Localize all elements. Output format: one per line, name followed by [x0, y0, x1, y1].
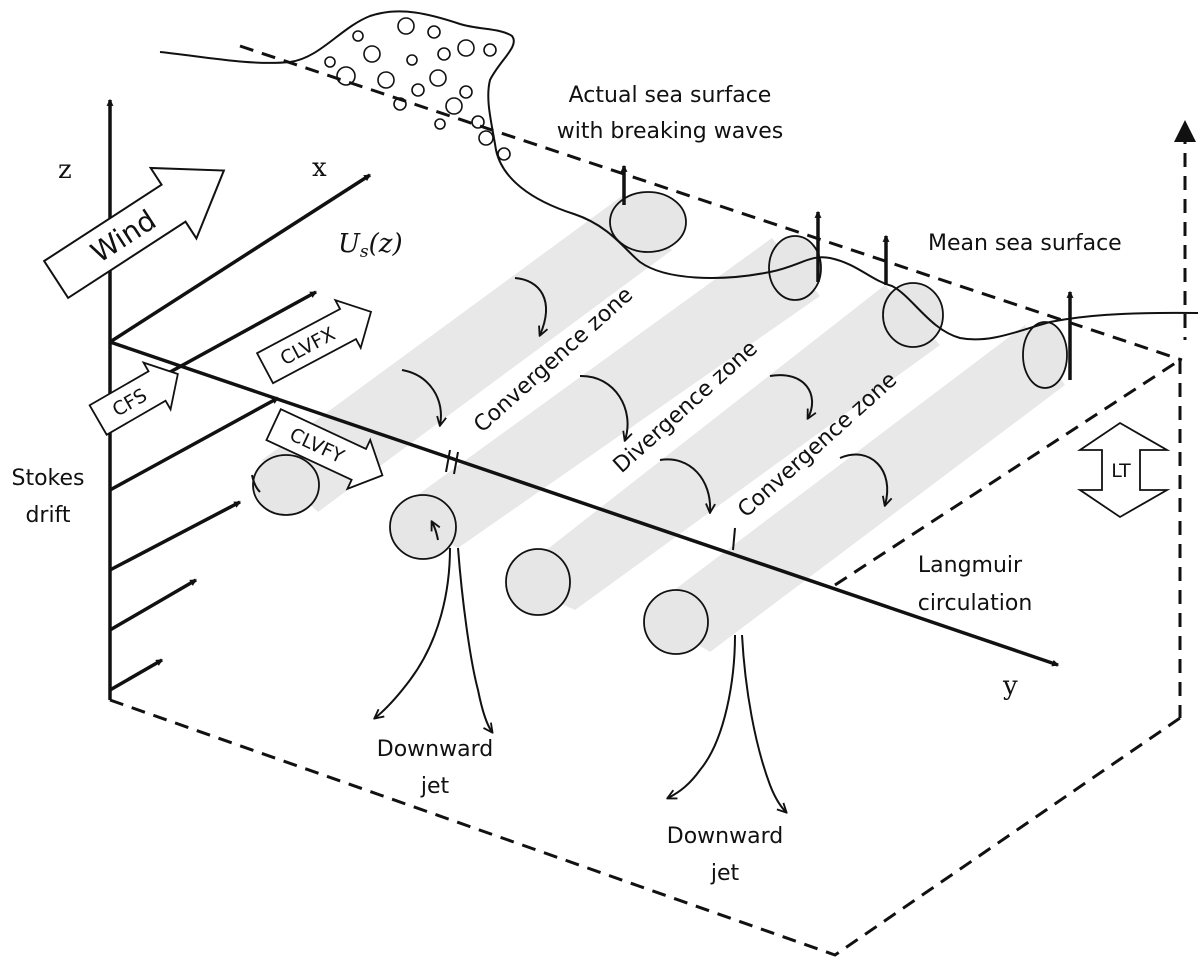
- z-axis-label: z: [58, 155, 72, 185]
- actual-surface-line2: with breaking waves: [557, 119, 783, 144]
- surface-vertical-arrows: [620, 164, 1074, 380]
- stokes-profile-label: Us(z): [338, 229, 403, 262]
- langmuir-cell-1: [252, 191, 687, 516]
- stokes-drift-line1: Stokes: [11, 466, 84, 491]
- langmuir-line1: Langmuir: [918, 553, 1023, 578]
- lt-double-arrow: LT: [1077, 421, 1171, 519]
- foam-bubbles: [324, 17, 511, 161]
- downward-jets: [375, 547, 786, 812]
- stokes-drift-line2: drift: [25, 503, 70, 528]
- mean-surface-box: [109, 44, 1196, 957]
- actual-surface-line1: Actual sea surface: [569, 83, 772, 108]
- downward-jet-1-line1: Downward: [377, 737, 493, 762]
- mean-surface-label: Mean sea surface: [928, 231, 1122, 256]
- langmuir-cell-4: [643, 321, 1068, 655]
- langmuir-line2: circulation: [918, 591, 1033, 616]
- force-clvfx: CLVFX: [255, 298, 373, 385]
- downward-jet-2-line1: Downward: [667, 824, 783, 849]
- lt-label: LT: [1111, 460, 1131, 482]
- zone-ticks: [445, 449, 736, 551]
- langmuir-cells: [252, 191, 1068, 655]
- x-axis-line: [109, 173, 371, 344]
- actual-sea-surface: [159, 10, 1199, 341]
- x-axis-label: x: [312, 153, 327, 183]
- langmuir-cell-3: [505, 282, 944, 616]
- langmuir-cell-2: [389, 235, 822, 560]
- rotation-arrows: [251, 277, 887, 541]
- downward-jet-2-line2: jet: [710, 861, 740, 886]
- downward-jet-1-line2: jet: [420, 774, 450, 799]
- y-axis-line: [109, 340, 1060, 667]
- y-axis-label: y: [1002, 671, 1018, 701]
